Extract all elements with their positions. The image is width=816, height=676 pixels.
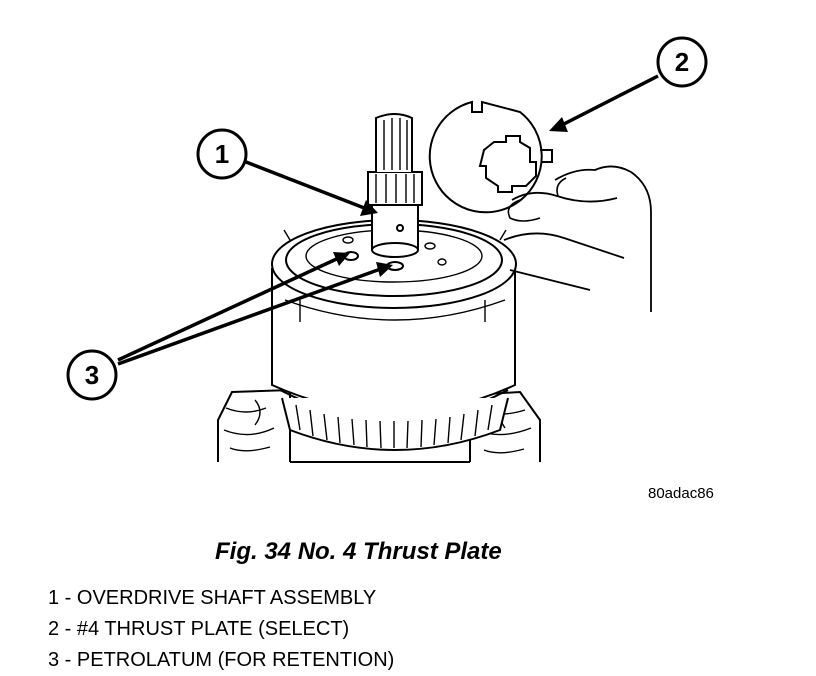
- arrow-head-3a: [333, 252, 350, 266]
- arrow-head-2: [549, 117, 568, 132]
- callout-3-circle: [66, 349, 118, 401]
- callout-1-number: 1: [215, 139, 229, 169]
- callout-1-circle: [196, 128, 248, 180]
- callout-3-number: 3: [85, 360, 99, 390]
- thrust-plate: [428, 100, 553, 214]
- image-reference-id: 80adac86: [648, 485, 714, 502]
- arrow-head-3b: [376, 262, 393, 277]
- clutch-drum: [271, 268, 516, 451]
- legend-item: 1 - OVERDRIVE SHAFT ASSEMBLY: [48, 587, 377, 609]
- leader-arrows: [117, 74, 659, 366]
- callout-2-circle: [656, 36, 708, 88]
- figure-title: Fig. 34 No. 4 Thrust Plate: [215, 538, 502, 565]
- callout-2-number: 2: [675, 47, 689, 77]
- hand: [503, 165, 652, 312]
- legend-item: 3 - PETROLATUM (FOR RETENTION): [48, 649, 395, 671]
- legend-item: 2 - #4 THRUST PLATE (SELECT): [48, 618, 350, 640]
- arrow-head-1: [360, 200, 378, 216]
- legend-list: 1 - OVERDRIVE SHAFT ASSEMBLY 2 - #4 THRU…: [48, 583, 394, 676]
- overdrive-shaft: [367, 113, 423, 258]
